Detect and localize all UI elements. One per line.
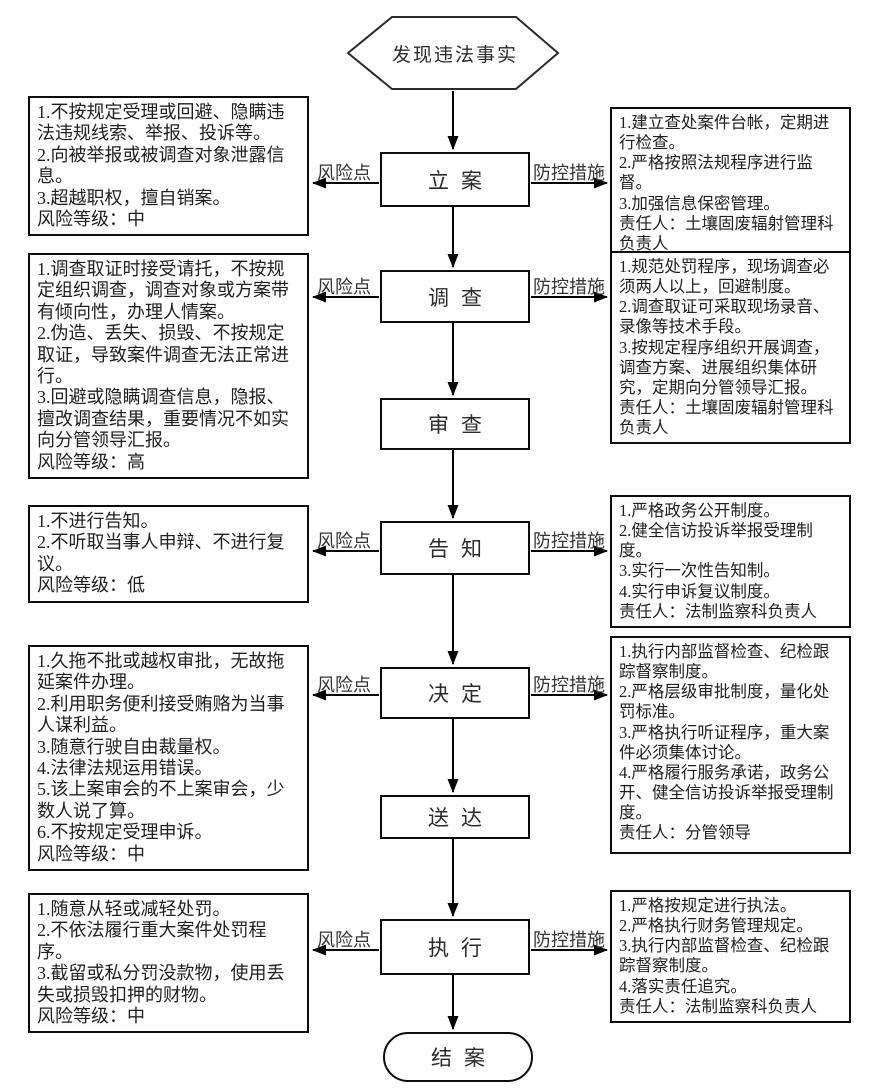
risk-box-execution-items: 1.随意从轻或减轻处罚。2.不依法履行重大案件处罚程序。3.截留或私分罚没款物，… [37, 899, 300, 1006]
risk-box-investigation: 1.调查取证时接受请托，不按规定组织调查，调查对象或方案带有倾向性，办理人情案。… [28, 253, 309, 480]
list-item-text: 2.严格层级审批制度，量化处罚标准。 [619, 682, 830, 722]
risk-label-notification: 风险点 [317, 531, 371, 551]
step-investigation-label: 调查 [428, 285, 494, 310]
list-item-text: 1.建立查处案件台帐，定期进行检查。 [619, 113, 830, 153]
control-label-notification: 防控措施 [533, 531, 605, 551]
step-review: 审查 [380, 398, 530, 450]
list-item-text: 2.不依法履行重大案件处罚程序。 [37, 920, 267, 962]
control-box-execution-items: 1.严格按规定进行执法。2.严格执行财务管理规定。3.执行内部监督检查、纪检跟踪… [619, 896, 842, 997]
list-item-text: 2.向被举报或被调查对象泄露信息。 [37, 144, 285, 187]
list-item-text: 3.严格执行听证程序，重大案件必须集体讨论。 [619, 722, 830, 762]
list-item-text: 3.回避或隐瞒调查信息，隐报、擅改调查结果，重要情况不如实向分管领导汇报。 [37, 387, 289, 451]
control-box-decision: 1.执行内部监督检查、纪检跟踪督察制度。2.严格层级审批制度，量化处罚标准。3.… [610, 636, 851, 854]
list-item-text: 2.伪造、丢失、损毁、不按规定取证，导致案件调查无法正常进行。 [37, 323, 289, 387]
control-box-investigation-items: 1.规范处罚程序，现场调查必须两人以上，回避制度。2.调查取证可采取现场录音、录… [619, 257, 842, 398]
risk-box-decision-level: 风险等级：中 [37, 843, 145, 864]
end-node: 结案 [383, 1032, 533, 1082]
list-item-text: 2.健全信访投诉举报受理制度。 [619, 521, 813, 561]
step-filing-label: 立案 [428, 168, 494, 193]
control-box-execution-owner: 责任人：法制监察科负责人 [619, 996, 817, 1016]
risk-box-filing-level: 风险等级：中 [37, 209, 145, 230]
risk-label-investigation: 风险点 [317, 277, 371, 297]
control-box-filing: 1.建立查处案件台帐，定期进行检查。2.严格按照法规程序进行监督。3.加强信息保… [610, 107, 851, 260]
risk-box-decision-items: 1.久拖不批或越权审批，无故拖延案件办理。2.利用职务便利接受贿赂为当事人谋利益… [37, 651, 300, 844]
risk-box-filing-items: 1.不按规定受理或回避、隐瞒违法违规线索、举报、投诉等。2.向被举报或被调查对象… [37, 102, 300, 209]
control-box-execution: 1.严格按规定进行执法。2.严格执行财务管理规定。3.执行内部监督检查、纪检跟踪… [610, 890, 851, 1023]
end-node-label: 结案 [431, 1046, 497, 1070]
list-item-text: 3.加强信息保密管理。 [619, 193, 780, 213]
list-item-text: 1.不按规定受理或回避、隐瞒违法违规线索、举报、投诉等。 [37, 102, 285, 144]
list-item-text: 1.规范处罚程序，现场调查必须两人以上，回避制度。 [619, 257, 830, 297]
risk-box-filing: 1.不按规定受理或回避、隐瞒违法违规线索、举报、投诉等。2.向被举报或被调查对象… [28, 96, 309, 237]
control-box-notification-items: 1.严格政务公开制度。2.健全信访投诉举报受理制度。3.实行一次性告知制。4.实… [619, 501, 842, 602]
list-item-text: 1.执行内部监督检查、纪检跟踪督察制度。 [619, 642, 830, 682]
list-item-text: 4.法律法规运用错误。 [37, 758, 213, 779]
control-label-filing: 防控措施 [533, 163, 605, 183]
list-item-text: 3.执行内部监督检查、纪检跟踪督察制度。 [619, 936, 830, 976]
list-item-text: 1.严格政务公开制度。 [619, 501, 780, 520]
step-delivery: 送达 [380, 795, 530, 839]
control-box-decision-items: 1.执行内部监督检查、纪检跟踪督察制度。2.严格层级审批制度，量化处罚标准。3.… [619, 642, 842, 823]
list-item-text: 4.严格履行服务承诺，政务公开、健全信访投诉举报受理制度。 [619, 762, 834, 822]
risk-label-filing: 风险点 [317, 163, 371, 183]
list-item-text: 3.随意行驶自由裁量权。 [37, 736, 231, 757]
step-notification-label: 告知 [428, 537, 494, 561]
control-box-notification-owner: 责任人：法制监察科负责人 [619, 601, 817, 621]
list-item-text: 4.实行申诉复议制度。 [619, 581, 780, 601]
start-hexagon-shape [346, 16, 560, 90]
step-decision: 决定 [380, 667, 530, 719]
control-box-notification: 1.严格政务公开制度。2.健全信访投诉举报受理制度。3.实行一次性告知制。4.实… [610, 495, 851, 628]
list-item-text: 2.不听取当事人申辩、不进行复议。 [37, 532, 285, 574]
control-box-investigation: 1.规范处罚程序，现场调查必须两人以上，回避制度。2.调查取证可采取现场录音、录… [610, 251, 851, 445]
step-notification: 告知 [380, 521, 530, 575]
control-label-decision: 防控措施 [533, 675, 605, 695]
risk-label-execution: 风险点 [317, 930, 371, 950]
control-box-filing-items: 1.建立查处案件台帐，定期进行检查。2.严格按照法规程序进行监督。3.加强信息保… [619, 113, 842, 214]
control-label-investigation: 防控措施 [533, 277, 605, 297]
list-item-text: 4.落实责任追究。 [619, 976, 747, 996]
list-item-text: 3.按规定程序组织开展调查，调查方案、进展组织集体研究，定期向分管领导汇报。 [619, 337, 830, 397]
control-box-investigation-owner: 责任人：土壤固废辐射管理科负责人 [619, 397, 834, 437]
list-item-text: 1.随意从轻或减轻处罚。 [37, 899, 231, 919]
list-item-text: 1.严格按规定进行执法。 [619, 896, 797, 915]
list-item-text: 3.实行一次性告知制。 [619, 561, 780, 581]
risk-label-decision: 风险点 [317, 675, 371, 695]
control-label-execution: 防控措施 [533, 930, 605, 950]
risk-box-execution: 1.随意从轻或减轻处罚。2.不依法履行重大案件处罚程序。3.截留或私分罚没款物，… [28, 893, 309, 1034]
step-execution-label: 执行 [428, 936, 494, 960]
risk-box-notification-items: 1.不进行告知。2.不听取当事人申辩、不进行复议。 [37, 511, 300, 575]
step-filing: 立案 [380, 152, 530, 207]
list-item-text: 5.该上案审会的不上案审会，少数人说了算。 [37, 779, 285, 821]
risk-box-notification-level: 风险等级：低 [37, 575, 145, 596]
control-box-filing-owner: 责任人：土壤固废辐射管理科负责人 [619, 213, 834, 253]
list-item-text: 2.调查取证可采取现场录音、录像等技术手段。 [619, 297, 830, 337]
risk-box-investigation-level: 风险等级：高 [37, 451, 145, 472]
step-investigation: 调查 [380, 270, 530, 323]
step-delivery-label: 送达 [428, 806, 494, 830]
list-item-text: 2.严格执行财务管理规定。 [619, 916, 813, 936]
risk-box-notification: 1.不进行告知。2.不听取当事人申辩、不进行复议。 风险等级：低 [28, 505, 309, 603]
list-item-text: 6.不按规定受理申诉。 [37, 822, 213, 843]
step-execution: 执行 [380, 919, 530, 975]
risk-box-decision: 1.久拖不批或越权审批，无故拖延案件办理。2.利用职务便利接受贿赂为当事人谋利益… [28, 645, 309, 872]
risk-box-execution-level: 风险等级：中 [37, 1006, 145, 1027]
start-node-label: 发现违法事实 [391, 44, 518, 66]
list-item-text: 1.久拖不批或越权审批，无故拖延案件办理。 [37, 651, 285, 693]
list-item-text: 1.不进行告知。 [37, 511, 159, 531]
risk-box-investigation-items: 1.调查取证时接受请托，不按规定组织调查，调查对象或方案带有倾向性，办理人情案。… [37, 259, 300, 452]
list-item-text: 3.截留或私分罚没款物，使用丢失或损毁扣押的财物。 [37, 963, 285, 1005]
step-review-label: 审查 [428, 413, 494, 437]
list-item-text: 1.调查取证时接受请托，不按规定组织调查，调查对象或方案带有倾向性，办理人情案。 [37, 259, 289, 322]
control-box-decision-owner: 责任人：分管领导 [619, 823, 751, 843]
step-decision-label: 决定 [428, 682, 494, 706]
list-item-text: 2.严格按照法规程序进行监督。 [619, 153, 813, 193]
list-item-text: 2.利用职务便利接受贿赂为当事人谋利益。 [37, 693, 285, 736]
list-item-text: 3.超越职权，擅自销案。 [37, 187, 231, 208]
